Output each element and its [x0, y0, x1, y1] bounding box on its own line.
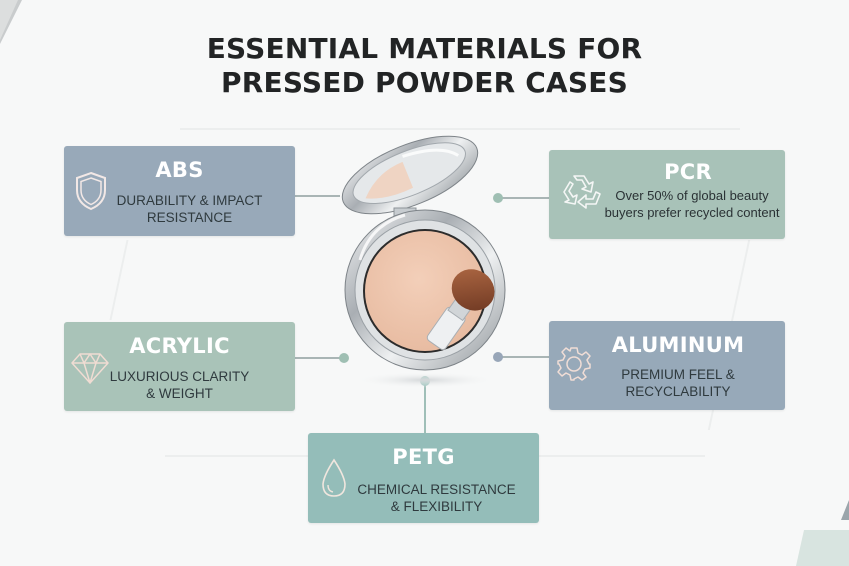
powder-compact-image [330, 130, 520, 390]
connector-abs [295, 195, 340, 197]
material-card-pcr: PCR Over 50% of global beauty buyers pre… [549, 150, 785, 239]
material-card-aluminum: ALUMINUM PREMIUM FEEL & RECYCLABILITY [549, 321, 785, 410]
connector-pcr [498, 197, 549, 199]
material-description: CHEMICAL RESISTANCE & FLEXIBILITY [357, 482, 516, 514]
material-card-acrylic: ACRYLIC LUXURIOUS CLARITY & WEIGHT [64, 322, 295, 411]
background-frame-left [109, 240, 129, 320]
material-name: PCR [664, 160, 712, 184]
connector-petg [424, 383, 426, 433]
material-description: Over 50% of global beauty buyers prefer … [604, 188, 780, 220]
material-name: ABS [155, 158, 204, 182]
material-name: ALUMINUM [611, 333, 745, 357]
corner-decoration-bottom-right [804, 530, 849, 566]
recycle-icon [556, 170, 606, 225]
diamond-icon [70, 350, 110, 391]
material-description: LUXURIOUS CLARITY & WEIGHT [109, 369, 250, 401]
corner-decoration-bottom-right-slant [796, 530, 804, 566]
droplet-icon [318, 457, 350, 504]
title-line-2: PRESSED POWDER CASES [221, 66, 628, 99]
shield-icon [74, 170, 108, 217]
material-card-abs: ABS DURABILITY & IMPACT RESISTANCE [64, 146, 295, 236]
connector-dot-acrylic [339, 353, 349, 363]
connector-aluminum [498, 356, 549, 358]
connector-dot-aluminum [493, 352, 503, 362]
connector-dot-pcr [493, 193, 503, 203]
title-line-1: ESSENTIAL MATERIALS FOR [206, 32, 643, 65]
material-name: PETG [392, 445, 455, 469]
background-frame [180, 122, 740, 130]
material-name: ACRYLIC [129, 334, 230, 358]
connector-acrylic [295, 357, 343, 359]
material-description: PREMIUM FEEL & RECYCLABILITY [621, 367, 735, 399]
corner-decoration-right-dark [841, 500, 849, 520]
corner-decoration-top-left-inner [0, 0, 18, 40]
page-title: ESSENTIAL MATERIALS FOR PRESSED POWDER C… [0, 32, 849, 100]
material-description: DURABILITY & IMPACT RESISTANCE [116, 193, 263, 225]
gear-icon [555, 345, 593, 388]
material-card-petg: PETG CHEMICAL RESISTANCE & FLEXIBILITY [308, 433, 539, 523]
